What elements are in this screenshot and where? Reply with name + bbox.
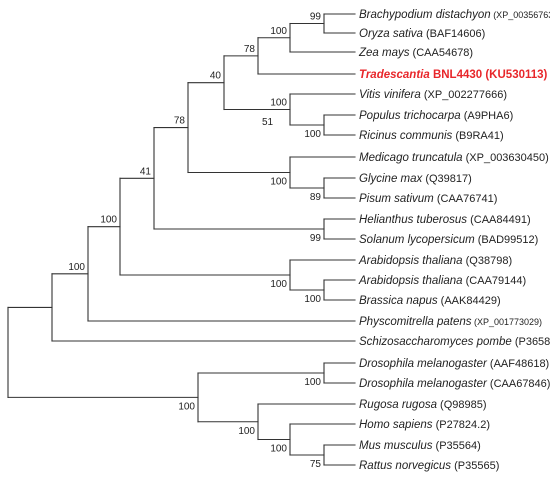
bootstrap-n_populus_ricinus: 100 (304, 129, 321, 140)
taxon-label-5: Populus trichocarpa (A9PHA6) (359, 110, 513, 122)
taxon-accession: (P35564) (433, 440, 481, 452)
taxon-accession: (A9PHA6) (461, 110, 514, 122)
taxon-label-19: Rugosa rugosa (Q98985) (359, 399, 487, 411)
taxon-accession: (XP_003630450) (463, 152, 549, 164)
bootstrap-n_d: 100 (100, 215, 117, 226)
taxon-species: Vitis vinifera (359, 89, 421, 101)
taxon-species: Rattus norvegicus (359, 460, 451, 472)
bootstrap-values: 99 100 78 100 100 51 40 89 100 78 99 41 100 100 100 100… (68, 12, 321, 471)
taxon-label-22: Rattus norvegicus (P35565) (359, 460, 499, 472)
taxon-accession: (XP_001773029) (472, 317, 543, 327)
taxon-label-13: Arabidopsis thaliana (CAA79144) (358, 275, 526, 287)
taxon-label-0: Brachypodium distachyon (XP_003567632) (359, 9, 550, 21)
taxon-accession: (XP_002277666) (421, 89, 507, 101)
taxon-labels: Brachypodium distachyon (XP_003567632) Or… (358, 9, 550, 472)
taxon-accession: (P35565) (451, 460, 499, 472)
taxon-label-2: Zea mays (CAA54678) (358, 47, 473, 59)
taxon-label-7: Medicago truncatula (XP_003630450) (359, 152, 549, 164)
taxon-label-15: Physcomitrella patens (XP_001773029) (359, 316, 542, 328)
bootstrap-n_vertebrate: 100 (238, 426, 255, 437)
bootstrap-n_vitis: 51 (262, 117, 274, 128)
taxon-label-18: Drosophila melanogaster (CAA67846) (359, 378, 550, 390)
bootstrap-n_legume: 100 (270, 177, 287, 188)
taxon-species: Brachypodium distachyon (359, 9, 491, 21)
taxon-accession: (CAA76741) (434, 193, 498, 205)
taxon-species: Medicago truncatula (359, 152, 463, 164)
bootstrap-n_at_bn: 100 (304, 294, 321, 305)
taxon-species: Physcomitrella patens (359, 316, 472, 328)
taxon-species: Drosophila melanogaster (359, 378, 488, 390)
taxon-accession: (CAA84491) (467, 214, 531, 226)
taxon-accession: (Q38798) (463, 255, 513, 267)
taxon-label-1: Oryza sativa (BAF14606) (359, 28, 485, 40)
bootstrap-n_e: 100 (68, 262, 85, 273)
taxon-accession: (AAF48618) (487, 358, 549, 370)
taxon-accession: (BAD99512) (475, 234, 539, 246)
taxon-accession: (Q39817) (422, 173, 472, 185)
bootstrap-n_c: 41 (140, 166, 152, 177)
bootstrap-n_glycine_pisum: 89 (310, 192, 322, 203)
taxon-label-12: Arabidopsis thaliana (Q38798) (358, 255, 512, 267)
bootstrap-n_animal: 100 (178, 401, 195, 412)
bootstrap-n_asterid: 99 (310, 233, 322, 244)
taxon-species: Mus musculus (359, 440, 433, 452)
bootstrap-n_rosid: 100 (270, 98, 287, 109)
taxon-label-3: Tradescantia BNL4430 (KU530113) (359, 69, 548, 81)
bootstrap-n_drosophila: 100 (304, 377, 321, 388)
bootstrap-n_mammal: 100 (270, 444, 287, 455)
taxon-species: Homo sapiens (359, 419, 433, 431)
taxon-label-14: Brassica napus (AAK84429) (359, 295, 501, 307)
taxon-accession: (P36581) (512, 336, 550, 348)
taxon-accession: (CAA54678) (410, 47, 474, 59)
bootstrap-n_mus_rattus: 75 (310, 459, 322, 470)
taxon-species: Zea mays (358, 47, 410, 59)
taxon-accession: (B9RA41) (452, 130, 503, 142)
bootstrap-n_b: 78 (174, 116, 186, 127)
taxon-label-21: Mus musculus (P35564) (359, 440, 481, 452)
taxon-label-17: Drosophila melanogaster (AAF48618) (359, 358, 549, 370)
taxon-label-16: Schizosaccharomyces pombe (P36581) (359, 336, 550, 348)
taxon-label-10: Helianthus tuberosus (CAA84491) (359, 214, 531, 226)
taxon-species: Pisum sativum (359, 193, 434, 205)
bootstrap-n_monocot: 78 (244, 44, 256, 55)
bootstrap-n_a: 40 (210, 71, 222, 82)
taxon-species: Tradescantia (359, 69, 430, 81)
taxon-accession: (Q98985) (437, 399, 487, 411)
taxon-accession: (XP_003567632) (491, 10, 550, 20)
taxon-species: Glycine max (359, 173, 424, 185)
taxon-accession: (CAA79144) (463, 275, 527, 287)
taxon-species: Populus trichocarpa (359, 110, 461, 122)
taxon-species: Solanum lycopersicum (359, 234, 475, 246)
bootstrap-n_brassicaceae: 100 (270, 279, 287, 290)
taxon-species: Ricinus communis (359, 130, 453, 142)
bootstrap-n_bd_os: 99 (310, 12, 322, 23)
tree-branches (7, 13, 356, 466)
taxon-accession: (P27824.2) (433, 419, 490, 431)
taxon-accession: BNL4430 (KU530113) (430, 69, 548, 81)
taxon-accession: (AAK84429) (438, 295, 501, 307)
taxon-accession: (CAA67846) (487, 378, 550, 390)
taxon-species: Brassica napus (359, 295, 438, 307)
taxon-species: Arabidopsis thaliana (358, 255, 463, 267)
taxon-species: Drosophila melanogaster (359, 358, 488, 370)
taxon-label-11: Solanum lycopersicum (BAD99512) (359, 234, 538, 246)
taxon-label-9: Pisum sativum (CAA76741) (359, 193, 497, 205)
taxon-label-4: Vitis vinifera (XP_002277666) (359, 89, 507, 101)
taxon-species: Rugosa rugosa (359, 399, 437, 411)
taxon-species: Oryza sativa (359, 28, 423, 40)
bootstrap-n_grass: 100 (270, 26, 287, 37)
taxon-label-6: Ricinus communis (B9RA41) (359, 130, 504, 142)
taxon-species: Schizosaccharomyces pombe (359, 336, 512, 348)
taxon-species: Helianthus tuberosus (359, 214, 467, 226)
taxon-species: Arabidopsis thaliana (358, 275, 463, 287)
taxon-label-20: Homo sapiens (P27824.2) (359, 419, 490, 431)
taxon-accession: (BAF14606) (423, 28, 485, 40)
taxon-label-8: Glycine max (Q39817) (359, 173, 472, 185)
